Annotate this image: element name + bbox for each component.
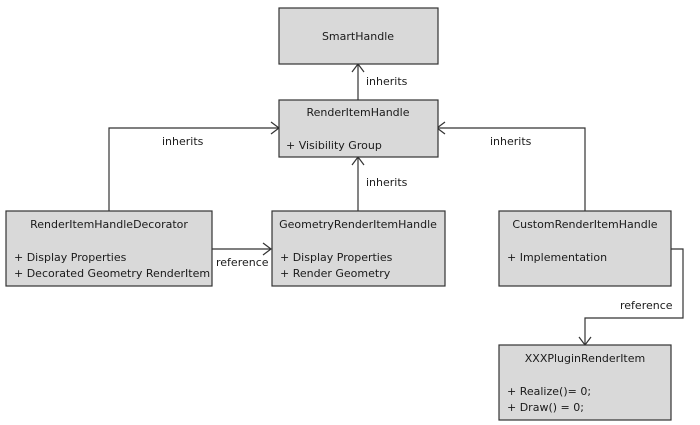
class-box-customrenderitemhandle[interactable]: CustomRenderItemHandle + Implementation: [498, 210, 672, 287]
class-title-smarthandle: SmartHandle: [322, 30, 394, 43]
label-custom-reference: reference: [620, 299, 673, 312]
class-box-geometryrenderitemhandle[interactable]: GeometryRenderItemHandle + Display Prope…: [271, 210, 446, 287]
class-title-customrenderitemhandle: CustomRenderItemHandle: [512, 218, 657, 231]
class-box-renderitemhandle[interactable]: RenderItemHandle + Visibility Group: [278, 99, 439, 158]
label-geometry-inherits: inherits: [366, 176, 408, 189]
label-rih-inherits: inherits: [366, 75, 408, 88]
edge-geometry-inherits-rih: [351, 156, 365, 211]
member-geometry-display-properties: + Display Properties: [280, 251, 393, 264]
label-decorator-inherits: inherits: [162, 135, 204, 148]
member-visibility-group: + Visibility Group: [286, 139, 382, 152]
class-box-xxxpluginrenderitem[interactable]: XXXPluginRenderItem + Realize()= 0; + Dr…: [498, 344, 672, 421]
class-box-smarthandle[interactable]: SmartHandle: [278, 7, 439, 65]
edge-rih-inherits-smarthandle: [351, 63, 365, 100]
member-decorator-display-properties: + Display Properties: [14, 251, 127, 264]
class-title-geometryrenderitemhandle: GeometryRenderItemHandle: [279, 218, 437, 231]
member-implementation: + Implementation: [507, 251, 607, 264]
class-title-renderitemhandle: RenderItemHandle: [307, 106, 410, 119]
member-realize: + Realize()= 0;: [507, 385, 591, 398]
member-draw: + Draw() = 0;: [507, 401, 584, 414]
label-custom-inherits: inherits: [490, 135, 532, 148]
class-title-renderitemhandledecorator: RenderItemHandleDecorator: [30, 218, 188, 231]
label-decorator-reference: reference: [216, 256, 269, 269]
member-render-geometry: + Render Geometry: [280, 267, 391, 280]
member-decorated-geometry-renderitem: + Decorated Geometry RenderItem: [14, 267, 210, 280]
edge-decorator-references-geometry: [212, 242, 272, 256]
class-box-renderitemhandledecorator[interactable]: RenderItemHandleDecorator + Display Prop…: [5, 210, 213, 287]
class-title-xxxpluginrenderitem: XXXPluginRenderItem: [525, 352, 645, 365]
